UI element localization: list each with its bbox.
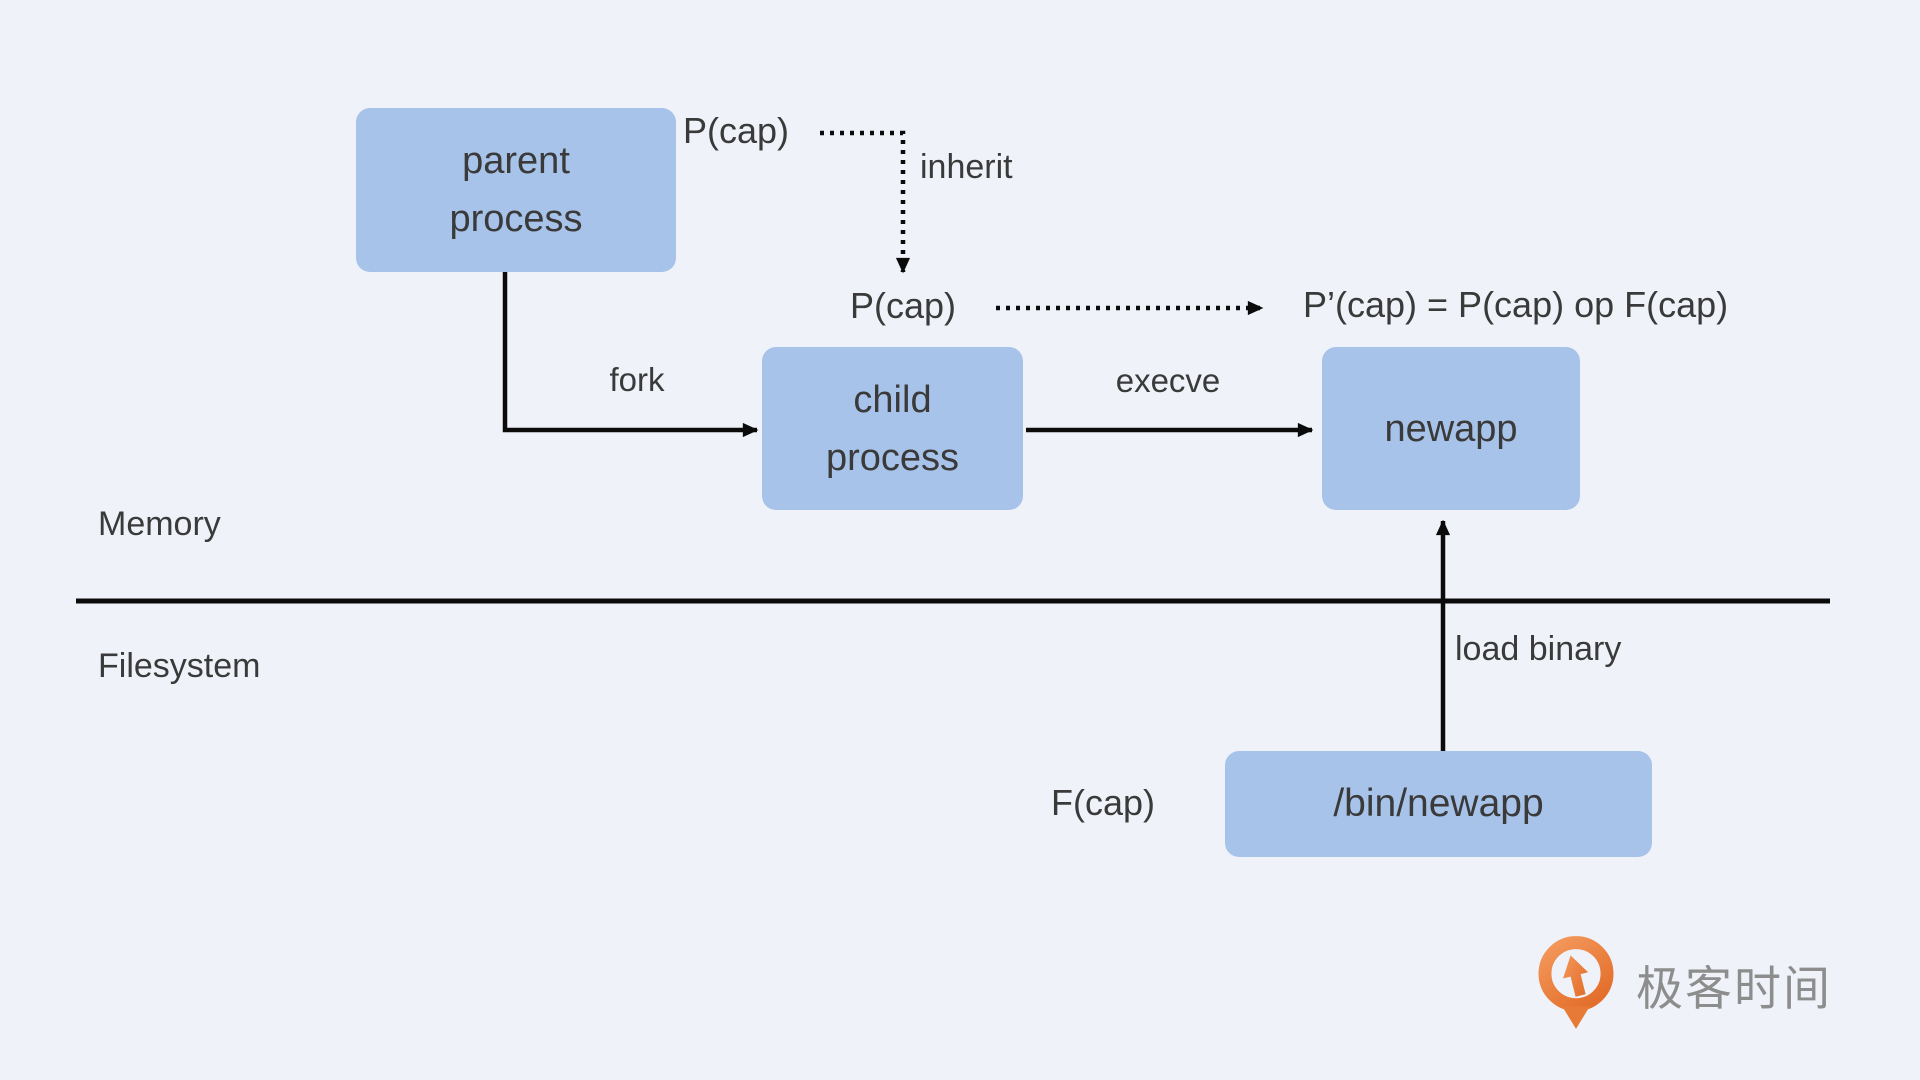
geektime-logo: 极客时间: [1532, 934, 1832, 1034]
load-binary-label: load binary: [1455, 630, 1622, 668]
node-bin-newapp: /bin/newapp: [1225, 751, 1652, 857]
p-cap-parent-label: P(cap): [683, 110, 790, 151]
inherit-label: inherit: [920, 148, 1013, 186]
node-parent-process: parent process: [356, 108, 676, 272]
memory-region-label: Memory: [98, 505, 221, 543]
fork-label: fork: [609, 361, 665, 398]
capability-formula-label: P’(cap) = P(cap) op F(cap): [1303, 284, 1729, 325]
node-newapp: newapp: [1322, 347, 1580, 510]
p-cap-child-label: P(cap): [849, 285, 957, 326]
parent-process-label-line2: process: [449, 198, 583, 240]
child-process-label-line1: child: [853, 378, 932, 421]
filesystem-region-label: Filesystem: [98, 647, 261, 685]
fork-arrow: [502, 272, 759, 438]
f-cap-label: F(cap): [1051, 782, 1156, 823]
execve-label: execve: [1115, 362, 1221, 399]
bin-newapp-label: /bin/newapp: [1333, 782, 1544, 825]
child-process-label-line2: process: [825, 436, 960, 479]
inherit-dotted-arrow: [820, 130, 911, 274]
geektime-logo-text: 极客时间: [1636, 961, 1832, 1015]
parent-process-label-line1: parent: [462, 140, 570, 182]
newapp-label: newapp: [1384, 407, 1518, 450]
node-child-process: child process: [762, 347, 1023, 510]
geektime-logo-icon: [1538, 936, 1614, 1029]
